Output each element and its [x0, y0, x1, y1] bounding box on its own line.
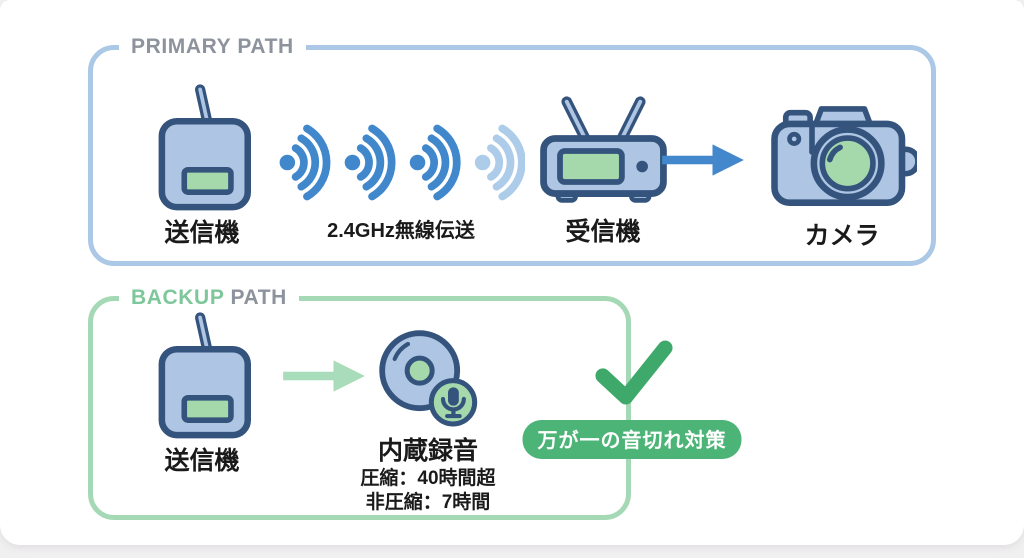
camera-node: カメラ: [766, 92, 918, 252]
wireless-transmission-label: 2.4GHz無線伝送: [327, 220, 475, 242]
transmitter-label: 送信機: [164, 219, 240, 247]
backup-transmitter-node: 送信機: [138, 308, 266, 477]
receiver-node: 受信機: [528, 94, 678, 248]
recording-detail-compressed: 圧縮：40時間超: [360, 468, 496, 489]
mic-icon: [428, 378, 478, 427]
countermeasure-badge: 万が一の音切れ対策: [522, 420, 742, 459]
transmitter-icon: [158, 84, 251, 211]
arrow-right-green-icon: [283, 360, 365, 392]
backup-path-box: BACKUP PATH: [88, 284, 631, 520]
wifi-waves-icon: [279, 124, 525, 201]
camera-label: カメラ: [804, 222, 880, 250]
backup-path-title-highlight: BACKUP: [131, 286, 225, 309]
checkmark-icon: [595, 340, 673, 405]
backup-path-title: BACKUP PATH: [119, 284, 299, 313]
backup-transmitter-label: 送信機: [164, 447, 240, 475]
camera-icon: [771, 106, 917, 206]
recording-label: 内蔵録音: [377, 437, 478, 465]
primary-path-title: PRIMARY PATH: [119, 33, 306, 62]
disc-recording-icon: [379, 330, 478, 427]
arrow-right-icon: [662, 144, 744, 176]
transmitter-icon: [158, 312, 251, 439]
receiver-label: 受信機: [565, 218, 641, 246]
diagram-canvas: PRIMARY PATH BACKUP PATH 送信機: [0, 0, 1024, 545]
wireless-transmission-node: 2.4GHz無線伝送: [276, 116, 526, 243]
internal-recording-node: 内蔵録音 圧縮：40時間超 非圧縮：7時間: [346, 329, 510, 515]
primary-path-box: PRIMARY PATH: [88, 33, 936, 266]
receiver-icon: [539, 96, 667, 203]
primary-transmitter-node: 送信機: [138, 80, 266, 249]
recording-detail-uncompressed: 非圧縮：7時間: [365, 491, 491, 513]
backup-path-title-rest: PATH: [224, 286, 287, 309]
